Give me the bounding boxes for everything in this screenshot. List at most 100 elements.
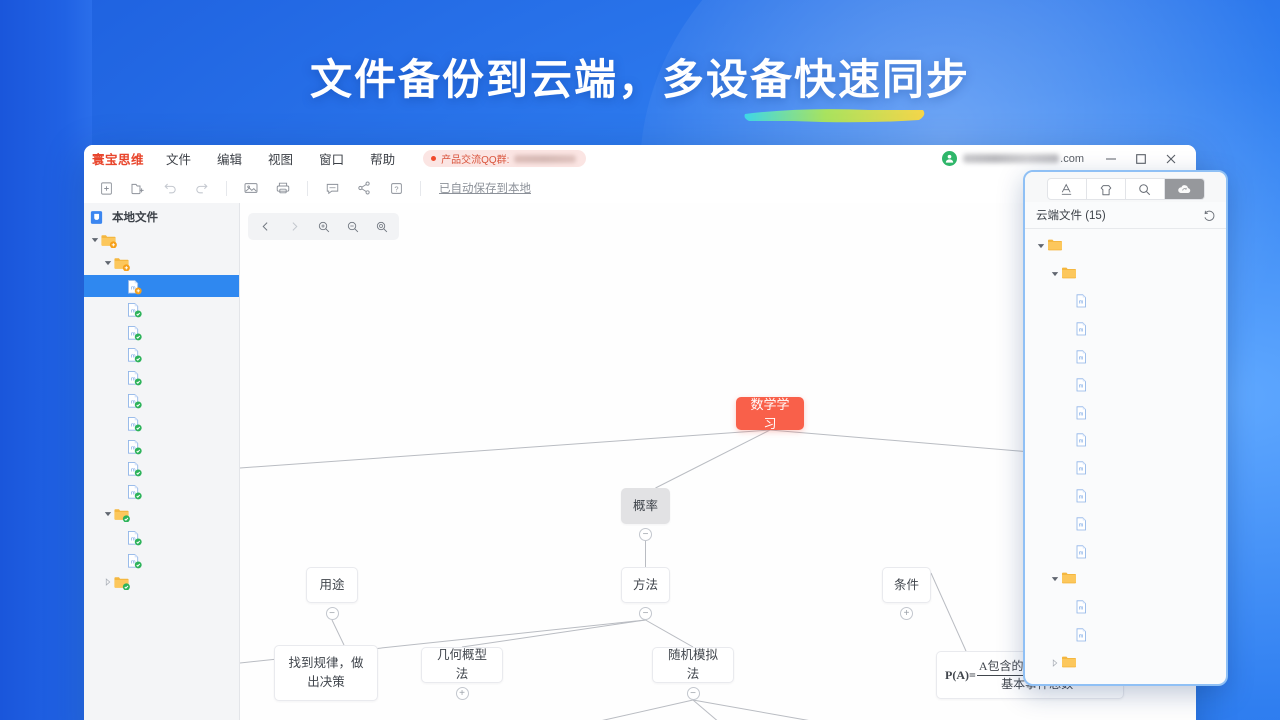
cloud-file-row[interactable]: m: [1025, 288, 1226, 316]
sidebar-file-row[interactable]: m: [84, 320, 239, 343]
share-icon[interactable]: [348, 175, 380, 201]
zoom-out-icon[interactable]: [338, 215, 367, 238]
zoom-in-icon[interactable]: [309, 215, 338, 238]
chevron-right-icon[interactable]: [1048, 659, 1061, 667]
cloud-file-row[interactable]: m: [1025, 427, 1226, 455]
cloud-file-row[interactable]: m: [1025, 371, 1226, 399]
back-icon[interactable]: [251, 215, 280, 238]
cloud-file-row[interactable]: m: [1025, 454, 1226, 482]
cloud-folder-row[interactable]: [1025, 260, 1226, 288]
autosave-status[interactable]: 已自动保存到本地: [439, 183, 531, 195]
sidebar-file-row[interactable]: m: [84, 525, 239, 548]
forward-icon[interactable]: [280, 215, 309, 238]
collapse-toggle[interactable]: −: [639, 607, 652, 620]
chevron-down-icon[interactable]: [1048, 270, 1061, 278]
menu-item-edit[interactable]: 编辑: [217, 153, 243, 167]
qq-group-badge[interactable]: 产品交流QQ群:: [423, 150, 587, 167]
close-button[interactable]: [1156, 147, 1186, 171]
cloud-panel-header: 云端文件 (15): [1025, 202, 1226, 229]
sidebar-folder-row[interactable]: [84, 503, 239, 526]
cloud-file-row[interactable]: m: [1025, 482, 1226, 510]
file-icon: m: [1075, 349, 1092, 365]
chevron-down-icon[interactable]: [102, 510, 113, 518]
cloud-folder-row[interactable]: [1025, 649, 1226, 677]
mindmap-node[interactable]: 用途: [306, 567, 358, 603]
refresh-icon[interactable]: [1202, 208, 1217, 223]
file-icon: m: [126, 553, 143, 568]
tab-theme-style[interactable]: [1087, 178, 1126, 199]
mindmap-node[interactable]: 找到规律，做出决策: [274, 645, 378, 701]
expand-toggle[interactable]: +: [900, 607, 913, 620]
sidebar-folder-row[interactable]: [84, 252, 239, 275]
svg-text:m: m: [1079, 328, 1084, 334]
new-folder-icon[interactable]: [122, 175, 154, 201]
zoom-fit-icon[interactable]: [367, 215, 396, 238]
cloud-file-row[interactable]: m: [1025, 538, 1226, 566]
tab-cloud-sync[interactable]: [1164, 178, 1204, 199]
tab-text-format[interactable]: [1048, 178, 1087, 199]
sidebar-file-row[interactable]: m: [84, 389, 239, 412]
collapse-toggle[interactable]: −: [325, 607, 339, 620]
export-image-icon[interactable]: [235, 175, 267, 201]
mindmap-edge-fangfa-jihe: [461, 619, 646, 648]
sidebar-file-row[interactable]: m: [84, 274, 239, 298]
collapse-toggle[interactable]: −: [639, 528, 652, 541]
mindmap-node[interactable]: 几何概型法: [421, 647, 503, 683]
qq-badge-dot: [431, 156, 437, 161]
cloud-file-row[interactable]: m: [1025, 510, 1226, 538]
mindmap-node[interactable]: 概率: [621, 488, 670, 524]
sidebar-file-row[interactable]: m: [84, 457, 239, 480]
menu-item-window[interactable]: 窗口: [319, 153, 345, 167]
cloud-file-row[interactable]: m: [1025, 399, 1226, 427]
chevron-down-icon[interactable]: [1034, 242, 1047, 250]
menu-item-view[interactable]: 视图: [268, 153, 294, 167]
cloud-file-row[interactable]: m: [1025, 621, 1226, 649]
sidebar-file-row[interactable]: m: [84, 434, 239, 457]
menu-item-file[interactable]: 文件: [166, 153, 192, 167]
sidebar-folder-row[interactable]: [84, 229, 239, 252]
undo-icon[interactable]: [154, 175, 186, 201]
svg-text:m: m: [131, 376, 136, 382]
chevron-right-icon[interactable]: [102, 578, 113, 587]
cloud-folder-row[interactable]: [1025, 232, 1226, 260]
collapse-toggle[interactable]: −: [686, 687, 700, 700]
sidebar-file-row[interactable]: m: [84, 343, 239, 366]
cloud-file-row[interactable]: m: [1025, 315, 1226, 343]
mindmap-root-node[interactable]: 数学学习: [736, 397, 804, 431]
redo-icon[interactable]: [186, 175, 218, 201]
maximize-button[interactable]: [1126, 147, 1156, 171]
svg-text:m: m: [1079, 355, 1084, 361]
cloud-folder-row[interactable]: [1025, 566, 1226, 594]
svg-text:m: m: [131, 536, 136, 542]
menu-item-help[interactable]: 帮助: [370, 153, 396, 167]
mindmap-node[interactable]: 条件: [882, 567, 931, 603]
sidebar-folder-row[interactable]: [84, 571, 239, 594]
mindmap-node[interactable]: 随机模拟法: [652, 647, 734, 683]
avatar[interactable]: [942, 151, 958, 166]
qq-number-blurred: [514, 154, 577, 163]
chevron-down-icon[interactable]: [1048, 575, 1061, 583]
sidebar-file-row[interactable]: m: [84, 548, 239, 571]
mindmap-node[interactable]: 方法: [621, 567, 670, 603]
comment-icon[interactable]: [316, 175, 348, 201]
help-icon[interactable]: ?: [380, 175, 412, 201]
tab-search[interactable]: [1126, 178, 1165, 199]
cloud-file-row[interactable]: m: [1025, 343, 1226, 371]
sidebar-file-row[interactable]: m: [84, 366, 239, 389]
chevron-down-icon[interactable]: [89, 236, 100, 244]
print-icon[interactable]: [267, 175, 299, 201]
cloud-file-row[interactable]: m: [1025, 593, 1226, 621]
sidebar-file-row[interactable]: m: [84, 297, 239, 320]
expand-toggle[interactable]: +: [455, 687, 469, 700]
sidebar-file-row[interactable]: m: [84, 480, 239, 503]
toolbar-divider-3: [420, 180, 421, 196]
chevron-down-icon[interactable]: [102, 259, 113, 267]
sidebar-file-row[interactable]: m: [84, 411, 239, 434]
minimize-button[interactable]: [1096, 147, 1126, 171]
svg-text:m: m: [1079, 494, 1084, 500]
new-file-icon[interactable]: [90, 175, 122, 201]
